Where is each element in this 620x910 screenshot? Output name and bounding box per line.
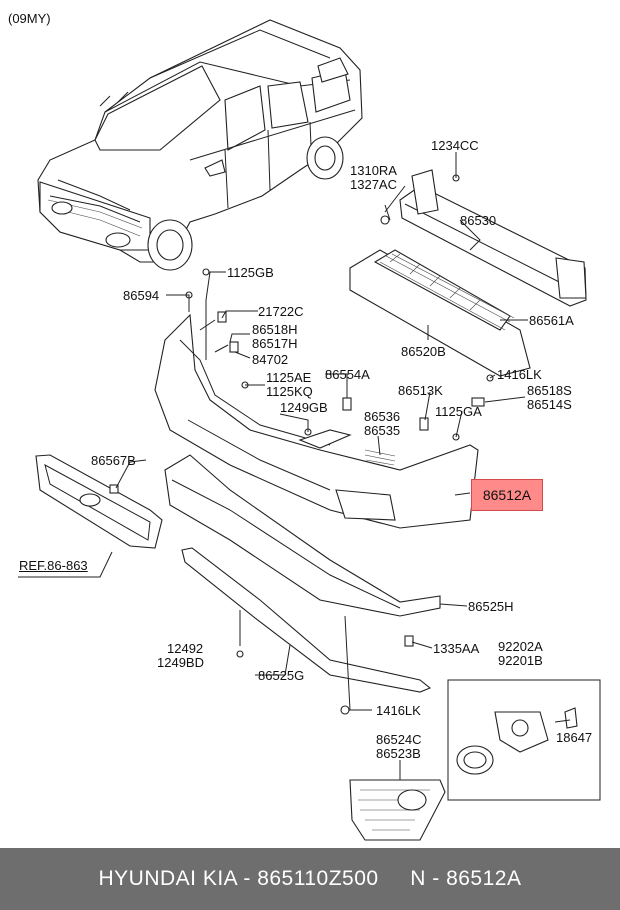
parts-diagram: (09MY) 1125GB 86594 21722C 86518H 86517H…: [8, 11, 601, 841]
part-label-1416LK-lower: 1416LK: [376, 703, 421, 718]
highlighted-part-label: 86512A: [482, 487, 532, 503]
part-label-86518S: 86518S: [527, 383, 572, 398]
reinforcement-beam: [384, 169, 587, 307]
highlighted-part-box: 86512A: [471, 479, 543, 511]
part-label-86535: 86535: [364, 423, 401, 438]
energy-absorber: [349, 249, 531, 377]
part-label-1125AE: 1125AE: [266, 370, 312, 385]
reference-label: REF.86-863: [19, 558, 88, 573]
leader-lines: [18, 152, 571, 780]
part-label-86518H: 86518H: [252, 322, 298, 337]
part-label-86513K: 86513K: [398, 383, 443, 398]
part-label-21722C: 21722C: [258, 304, 304, 319]
part-label-1125GA: 1125GA: [435, 404, 482, 419]
part-label-86523B: 86523B: [376, 746, 421, 761]
part-label-86520B: 86520B: [401, 344, 446, 359]
part-label-1249GB: 1249GB: [280, 400, 328, 415]
diagram-drawing: [18, 19, 601, 841]
car-illustration: [37, 19, 363, 271]
part-label-1416LK-upper: 1416LK: [497, 367, 542, 382]
part-label-1335AA: 1335AA: [433, 641, 480, 656]
part-label-1249BD: 1249BD: [157, 655, 204, 670]
part-label-1234CC: 1234CC: [431, 138, 479, 153]
part-label-86525H: 86525H: [468, 599, 514, 614]
part-label-92202A: 92202A: [498, 639, 543, 654]
part-label-86525G: 86525G: [258, 668, 305, 683]
part-label-1125GB: 1125GB: [227, 265, 274, 280]
part-label-1327AC: 1327AC: [350, 177, 397, 192]
part-label-92201B: 92201B: [498, 653, 543, 668]
part-label-84702: 84702: [252, 352, 289, 367]
model-year-label: (09MY): [8, 11, 51, 26]
part-label-86514S: 86514S: [527, 397, 572, 412]
part-label-86554A: 86554A: [325, 367, 370, 382]
part-label-12492: 12492: [167, 641, 204, 656]
lower-skirt: [164, 454, 441, 617]
part-label-18647: 18647: [556, 730, 593, 745]
part-label-1125KQ: 1125KQ: [266, 384, 313, 399]
part-label-86530: 86530: [460, 213, 497, 228]
footer-bar: HYUNDAI KIA - 865110Z500 N - 86512A: [0, 848, 620, 910]
part-label-86594: 86594: [123, 288, 160, 303]
footer-part-number: HYUNDAI KIA - 865110Z500 N - 86512A: [98, 867, 522, 890]
part-label-1310RA: 1310RA: [350, 163, 397, 178]
part-label-86561A: 86561A: [529, 313, 574, 328]
lower-lip: [181, 547, 432, 693]
radiator-grille: [35, 454, 163, 549]
part-label-86567B: 86567B: [91, 453, 136, 468]
part-label-86536: 86536: [364, 409, 401, 424]
part-label-86524C: 86524C: [376, 732, 422, 747]
fog-lamp: [456, 707, 578, 775]
fog-lamp-cover: [349, 779, 446, 841]
part-label-86517H: 86517H: [252, 336, 298, 351]
